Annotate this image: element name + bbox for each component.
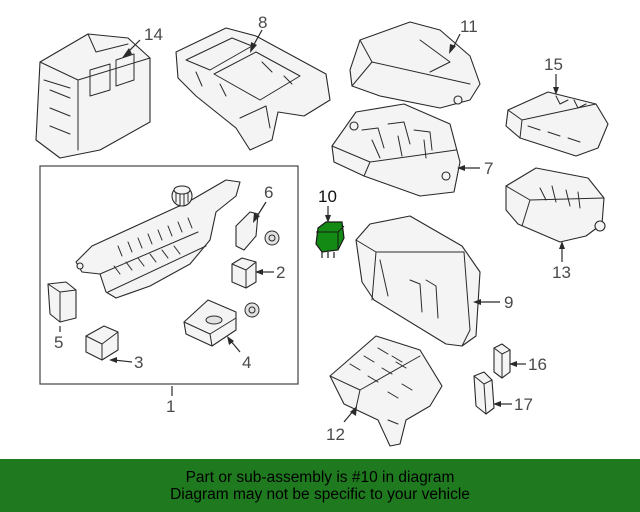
svg-text:11: 11 xyxy=(460,17,478,36)
part-12-lower-module[interactable] xyxy=(329,335,443,447)
part-10-relay[interactable] xyxy=(315,221,345,258)
svg-text:1: 1 xyxy=(166,397,175,416)
callout-16: 16 xyxy=(509,355,547,374)
part-13-fuse-block[interactable] xyxy=(505,167,606,243)
callout-10: 10 xyxy=(318,187,337,223)
banner-line-1: Part or sub-assembly is #10 in diagram xyxy=(185,468,455,486)
part-3-connector[interactable] xyxy=(85,325,119,361)
svg-text:2: 2 xyxy=(276,263,285,282)
part-4-module[interactable] xyxy=(183,299,260,347)
svg-text:17: 17 xyxy=(514,395,533,414)
part-6-clip[interactable] xyxy=(235,211,280,251)
svg-text:3: 3 xyxy=(134,353,143,372)
svg-text:12: 12 xyxy=(326,425,345,444)
callout-13: 13 xyxy=(552,241,571,282)
part-5-bracket[interactable] xyxy=(47,281,77,323)
svg-text:16: 16 xyxy=(528,355,547,374)
callout-2: 2 xyxy=(255,263,285,282)
banner-line-2: Diagram may not be specific to your vehi… xyxy=(170,485,470,503)
svg-text:15: 15 xyxy=(544,55,563,74)
callout-11: 11 xyxy=(449,17,478,54)
part-9-lower-box[interactable] xyxy=(355,215,481,347)
svg-text:7: 7 xyxy=(484,159,493,178)
callout-15: 15 xyxy=(544,55,563,95)
callout-14: 14 xyxy=(122,25,163,58)
svg-text:10: 10 xyxy=(318,187,337,206)
part-16-fuse[interactable] xyxy=(493,343,511,379)
svg-text:4: 4 xyxy=(242,353,251,372)
svg-text:5: 5 xyxy=(54,333,63,352)
part-2-relay[interactable] xyxy=(231,257,257,289)
callout-1: 1 xyxy=(166,386,175,416)
svg-text:14: 14 xyxy=(144,25,163,44)
svg-text:13: 13 xyxy=(552,263,571,282)
svg-text:8: 8 xyxy=(258,13,267,32)
callout-9: 9 xyxy=(473,293,513,312)
info-banner: Part or sub-assembly is #10 in diagram D… xyxy=(0,459,640,512)
part-17-fuse[interactable] xyxy=(473,371,495,415)
svg-text:6: 6 xyxy=(264,183,273,202)
part-14-cover[interactable] xyxy=(35,33,151,159)
callout-12: 12 xyxy=(326,406,357,444)
callout-4: 4 xyxy=(227,336,251,372)
svg-text:9: 9 xyxy=(504,293,513,312)
bolt-icon xyxy=(173,185,191,207)
callout-7: 7 xyxy=(457,159,493,178)
callout-5: 5 xyxy=(54,326,63,352)
callout-17: 17 xyxy=(493,395,533,414)
part-11-top-cover[interactable] xyxy=(349,21,481,109)
part-1-bracket[interactable] xyxy=(75,179,241,299)
part-7-housing[interactable] xyxy=(331,103,461,197)
callout-3: 3 xyxy=(109,353,143,372)
callout-8: 8 xyxy=(250,13,267,53)
parts-diagram: 14 8 11 15 xyxy=(35,13,609,447)
callout-6: 6 xyxy=(253,183,273,223)
assembly-frame xyxy=(39,165,299,385)
part-15-small-cover[interactable] xyxy=(505,91,609,157)
